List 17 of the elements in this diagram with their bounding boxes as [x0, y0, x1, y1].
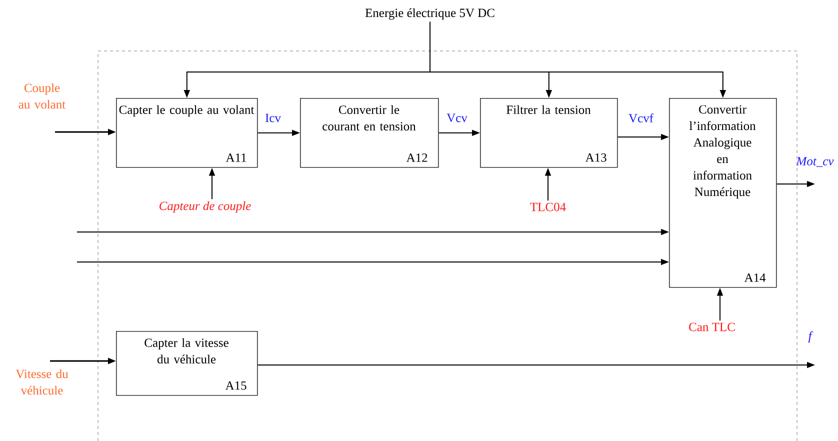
- dashed-boundary: [98, 50, 798, 441]
- edge-label: Mot_cv: [796, 157, 834, 167]
- control-label: Capteur de couple: [160, 201, 251, 213]
- edge-label: Vcv: [446, 114, 468, 122]
- input-label: Energie électrique 5V DC: [365, 8, 494, 20]
- function-box: Capter la vitesse du véhicule A15: [116, 331, 258, 396]
- function-box: Filtrer la tension A13: [480, 98, 618, 168]
- function-box: Convertir le courant en tension A12: [300, 98, 439, 168]
- edge-label: f: [808, 331, 814, 343]
- function-box: Capter le couple au volant A11: [116, 98, 258, 168]
- control-label: Can TLC: [689, 322, 735, 332]
- edge-label: Vitesse du véhicule: [16, 369, 68, 395]
- function-box: Convertir l’information Analogique en information Numérique A14: [669, 98, 777, 288]
- control-label: TLC04: [530, 202, 566, 212]
- edge-label: Couple au volant: [18, 83, 66, 109]
- edge-label: Vcvf: [628, 114, 654, 122]
- edge-label: Icv: [265, 114, 281, 122]
